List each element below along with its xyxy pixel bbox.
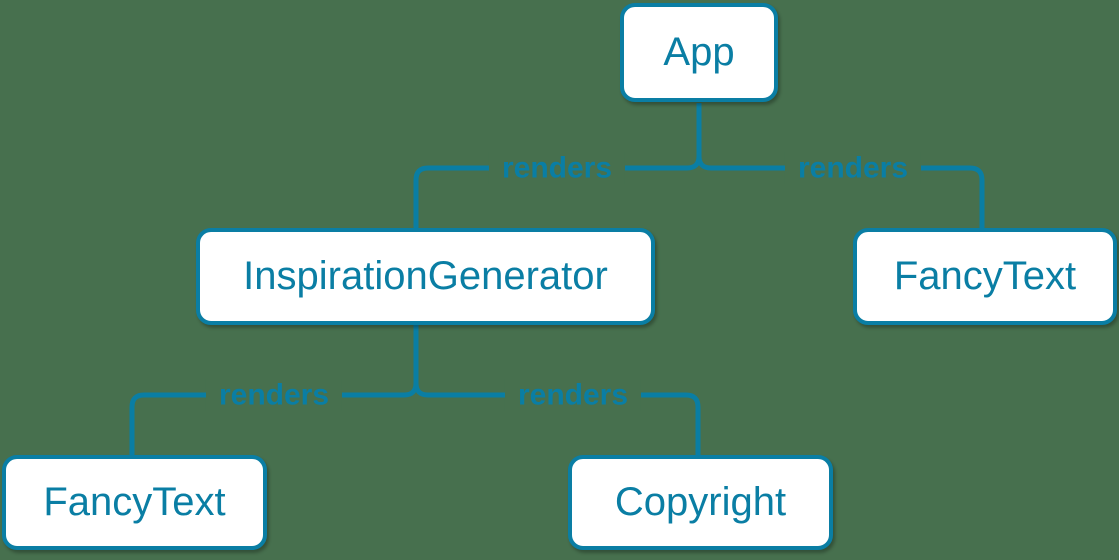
node-copyright: Copyright	[568, 455, 833, 550]
node-app: App	[620, 3, 778, 102]
edge-label-renders-4: renders	[504, 378, 642, 412]
edge-label-renders-1: renders	[488, 151, 626, 185]
node-fancy-text-top: FancyText	[853, 228, 1117, 325]
node-copyright-label: Copyright	[614, 480, 787, 524]
edge-label-renders-2: renders	[784, 151, 922, 185]
node-fancy-text-bottom: FancyText	[2, 455, 267, 550]
node-fancy-text-top-label: FancyText	[893, 254, 1077, 298]
node-app-label: App	[663, 30, 735, 74]
node-fancy-text-bottom-label: FancyText	[43, 480, 226, 524]
node-inspiration-generator-label: InspirationGenerator	[243, 254, 608, 298]
edge-label-renders-3: renders	[205, 378, 343, 412]
node-inspiration-generator: InspirationGenerator	[196, 228, 655, 325]
